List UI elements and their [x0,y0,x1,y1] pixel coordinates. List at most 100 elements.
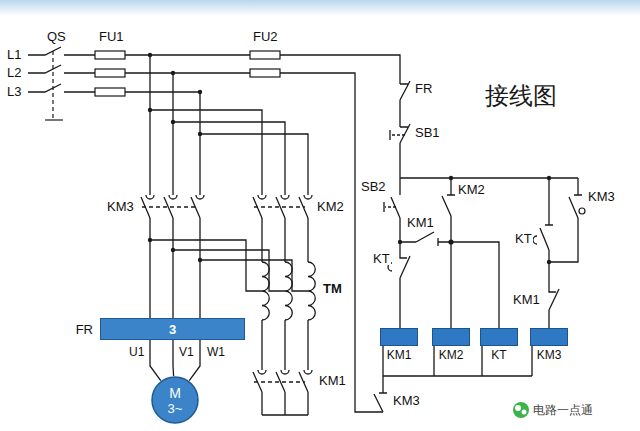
autotransformer-coil [285,262,292,320]
terminal-label: W1 [206,346,226,358]
wire [150,110,308,195]
wire [451,178,499,328]
wire [150,218,200,318]
wire [150,55,200,195]
relay-coil: KT [480,328,518,346]
control-contact [374,393,387,412]
wire [549,178,556,328]
part-label: KT [514,232,533,245]
autotransformer-coil [308,262,315,320]
node-label: KM3 [537,349,562,361]
part-label: TM [322,282,343,295]
fuse-symbol [95,51,125,59]
motor-circle: M 3~ [151,376,199,424]
part-label: SB1 [414,126,441,139]
contactor-contact [258,370,312,374]
fuse-symbol [95,51,280,96]
top-band [0,0,640,16]
terminal-label: U1 [128,346,145,358]
junction-dot [198,132,202,136]
control-contact [549,289,559,310]
fuse-symbol [95,88,125,96]
wire [549,178,578,262]
part-label: L2 [6,66,22,79]
wechat-icon [513,402,529,418]
part-label: QS [46,30,67,43]
contactor-contact [254,381,305,382]
relay-coil: KM1 [380,328,418,346]
junction-dot [198,90,202,94]
motor-outline [151,376,199,424]
junction-dot [547,176,551,180]
part-label: FR [414,82,433,95]
wire [400,100,578,178]
autotransformer-coil [262,262,315,320]
contactor-contact [258,195,312,199]
node-label: FR [76,323,93,336]
contactor-contact [253,197,308,218]
thermal-relay: FR3 [100,318,245,340]
terminal-label: V1 [178,346,195,358]
wechat-icon [515,405,521,411]
contactor-contact [253,372,308,392]
control-contact [389,130,390,140]
node-text: 3 [169,323,176,336]
node-text: 3~ [168,402,183,415]
wire [383,346,532,393]
wire [28,65,383,412]
node-label: KM2 [439,349,464,361]
junction-dot [148,238,152,242]
junction-dot [449,176,453,180]
wire [28,47,400,84]
junction-dot [148,53,152,57]
control-contact [442,195,455,216]
control-contact [385,206,396,207]
control-contact [400,81,410,100]
wire-connector [172,340,174,376]
part-label: KM2 [457,183,486,196]
contactor-contact [141,197,200,218]
wire [400,241,451,242]
diagram-title: 接线图 [484,84,558,108]
part-label: KM1 [406,216,435,229]
junction-dot [398,240,402,244]
wire [262,392,308,415]
control-contact [383,202,384,212]
wire [262,320,308,370]
part-label: FU1 [98,30,125,43]
junction-dot [171,248,175,252]
part-label: L1 [6,48,22,61]
junction-dot [448,239,453,244]
contact-ring [579,208,585,214]
switch-qs [52,51,53,120]
control-contact [374,81,582,412]
switch-qs [45,119,63,120]
contactor-contact [254,206,305,207]
autotransformer-coil [262,262,269,320]
part-label: KT [372,252,391,265]
fuse-symbol [250,69,280,77]
fuse-symbol [250,51,280,59]
part-label: KM3 [106,200,135,213]
junction-dot [148,108,152,112]
part-label: KM1 [512,293,541,306]
wire-connector [150,340,161,381]
part-label: KM1 [318,374,347,387]
relay-coil: KM2 [432,328,470,346]
part-label: KM3 [392,394,421,407]
junction-dot [171,120,175,124]
part-label: KM3 [587,190,616,203]
control-contact [569,195,582,218]
wechat-icon [522,410,527,415]
junction-dot [171,71,175,75]
control-contact [416,232,438,246]
wechat-icon [513,402,529,418]
contactor-contact [146,195,204,199]
fuse-symbol [95,69,125,77]
control-contact [400,256,410,278]
node-label: M [169,386,181,400]
